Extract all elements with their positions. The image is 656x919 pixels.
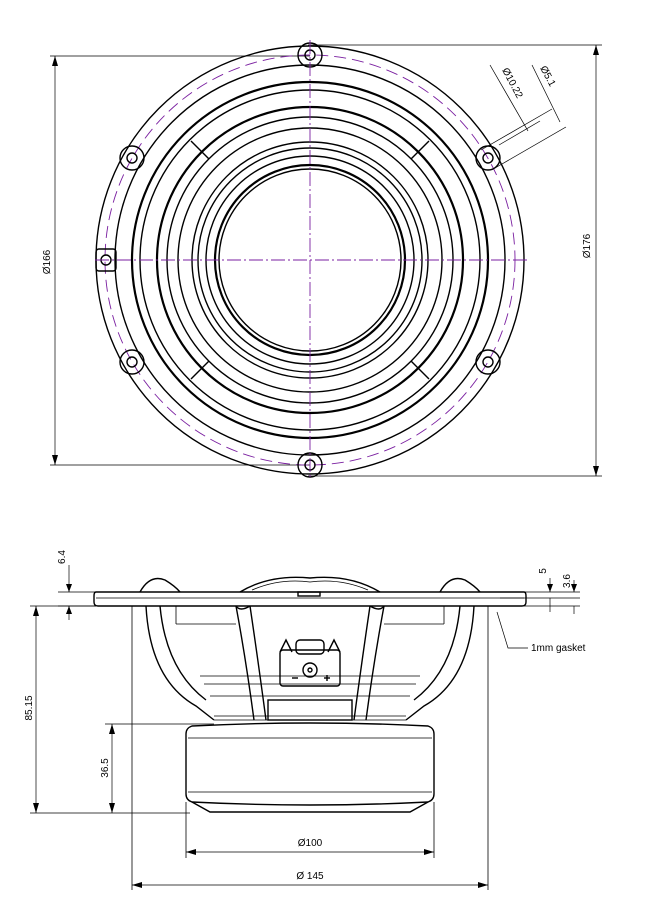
label-outer-diameter: Ø176 [582, 233, 593, 258]
label-magnet-diameter: Ø100 [298, 838, 323, 849]
top-view: Ø166 Ø176 Ø10.22 Ø5.1 [42, 40, 602, 480]
basket-right [405, 605, 475, 721]
label-hole-diameter: Ø5.1 [537, 64, 557, 89]
label-hole-outer-diameter: Ø10.22 [499, 66, 524, 101]
label-overall-depth: 85.15 [24, 695, 35, 720]
surround-left [139, 577, 181, 593]
magnet [185, 722, 435, 806]
surround-right [439, 577, 481, 593]
back-plate [191, 801, 429, 813]
label-dim-5: 5 [538, 568, 549, 574]
label-gasket: 1mm gasket [531, 643, 586, 654]
label-hole-circle-diameter: Ø166 [42, 249, 53, 274]
label-magnet-height: 36.5 [100, 758, 111, 778]
label-dim-3-6: 3.6 [562, 574, 573, 588]
label-basket-diameter: Ø 145 [296, 871, 324, 882]
cone-top [239, 576, 381, 593]
label-flange-thickness: 6.4 [57, 550, 68, 564]
side-view: 6.4 5 3.6 1mm gasket 85.15 36.5 [24, 550, 586, 890]
basket-left [145, 605, 215, 721]
terminal-block [279, 638, 341, 687]
flange [93, 591, 527, 607]
